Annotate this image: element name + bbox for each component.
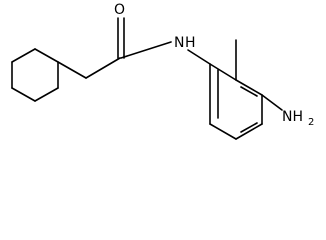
molecule-svg: O N H NH 2 <box>11 2 314 140</box>
carbonyl-oxygen-label: O <box>114 2 125 18</box>
amino-group-subscript: 2 <box>308 117 314 128</box>
cyclohexane-bond-1 <box>11 48 36 63</box>
ring-to-methylene-bond <box>57 61 87 79</box>
cyclohexane-bond-5 <box>11 87 36 102</box>
benzene-bond-4 <box>235 123 263 140</box>
cyclohexane-bond-2 <box>34 48 59 63</box>
benzene-inner-double-3 <box>240 122 258 133</box>
benzene-bond-1 <box>209 63 237 81</box>
methylene-to-carbonyl-bond <box>85 57 121 79</box>
nitrogen-to-ring-bond <box>187 49 211 65</box>
amino-bond <box>261 94 283 111</box>
benzene-bond-2 <box>235 79 263 96</box>
amide-nitrogen-label: N <box>174 35 184 51</box>
structure-diagram: O N H NH 2 <box>11 2 315 140</box>
carbonyl-to-nitrogen-bond <box>120 41 172 59</box>
amino-group-label: NH <box>282 109 303 125</box>
benzene-bond-5 <box>209 123 237 140</box>
amide-hydrogen-label: H <box>185 35 196 51</box>
cyclohexane-bond-4 <box>34 87 59 102</box>
benzene-inner-double-2 <box>240 86 258 97</box>
